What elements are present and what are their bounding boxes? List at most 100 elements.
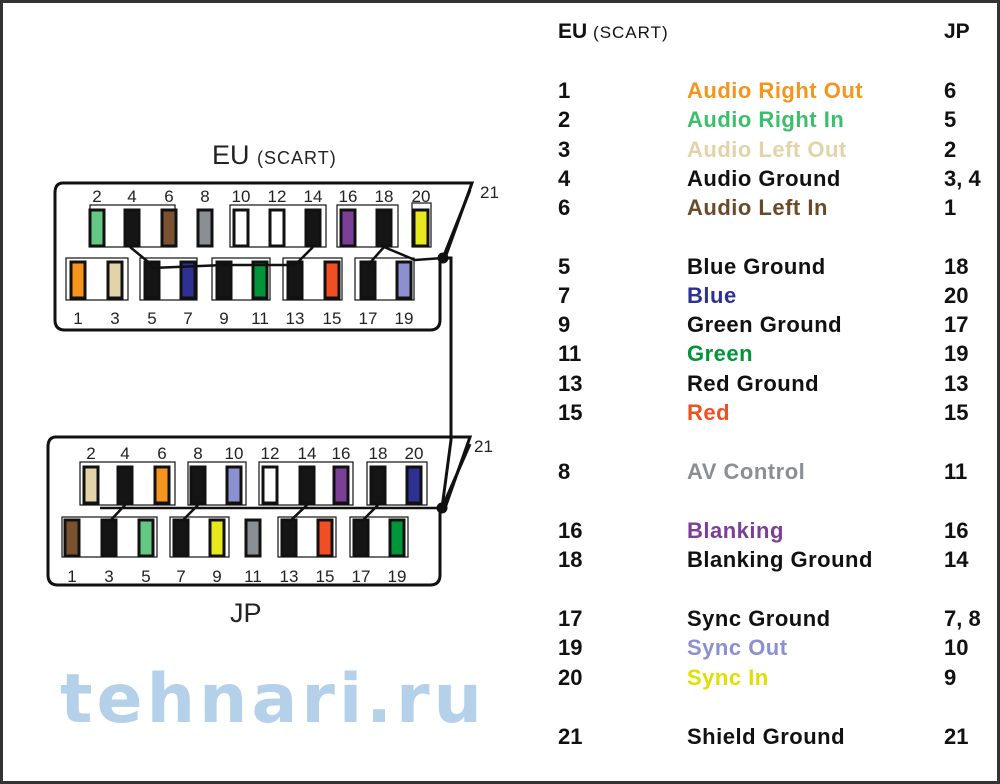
pin-18 (369, 465, 387, 505)
pin-5 (137, 518, 155, 558)
pin-17 (359, 260, 377, 300)
pin-number: 17 (352, 567, 371, 586)
pin-10 (225, 465, 243, 505)
eu-pin: 15 (558, 400, 583, 425)
jp-pin: 5 (944, 107, 957, 132)
pin-9 (208, 518, 226, 558)
pin-number: 4 (120, 444, 129, 463)
ground-wire (129, 245, 444, 270)
pin-15 (316, 518, 334, 558)
pin-2 (82, 465, 100, 505)
pin-number: 15 (323, 309, 342, 328)
pin-number: 1 (73, 309, 82, 328)
jp-pin: 13 (944, 371, 969, 396)
pin-14 (298, 465, 316, 505)
signal-name: Blue Ground (687, 254, 826, 279)
jp-pin: 10 (944, 635, 969, 660)
pin-group-outline (169, 516, 230, 558)
eu-pin: 8 (558, 459, 571, 484)
jp-pin: 9 (944, 665, 957, 690)
pin-12 (268, 208, 286, 248)
pin-number: 7 (183, 309, 192, 328)
pin-number: 10 (232, 187, 251, 206)
jp-pin: 14 (944, 547, 969, 572)
pin-13 (286, 260, 304, 300)
jp-pin: 18 (944, 254, 969, 279)
pin-number: 2 (86, 444, 95, 463)
pin-number: 3 (110, 309, 119, 328)
pin-number: 8 (200, 187, 209, 206)
signal-name: Sync In (687, 665, 769, 690)
pin-number: 11 (244, 567, 262, 586)
pin-number: 20 (412, 187, 431, 206)
eu-pin: 16 (558, 518, 583, 543)
pin-number: 7 (176, 567, 185, 586)
eu-pin: 11 (558, 341, 582, 366)
pin-16 (339, 208, 357, 248)
jp-pin: 16 (944, 518, 969, 543)
eu-pin: 4 (558, 166, 571, 191)
pin-10 (232, 208, 250, 248)
pin-4 (123, 208, 141, 248)
pin-group-outline (277, 516, 337, 558)
pin-19 (395, 260, 413, 300)
jp-pin: 2 (944, 137, 957, 162)
pin-2 (88, 208, 106, 248)
eu-pin: 5 (558, 254, 571, 279)
jp-pin: 21 (944, 724, 969, 749)
eu-pin: 7 (558, 283, 571, 308)
eu-pin: 3 (558, 137, 571, 162)
pin-number: 4 (127, 187, 136, 206)
pin-number: 16 (339, 187, 358, 206)
jp-connector-outline (46, 435, 473, 587)
pin-7 (172, 518, 190, 558)
pin-number: 12 (261, 444, 280, 463)
pin-number: 1 (67, 567, 76, 586)
pin-number: 3 (104, 567, 113, 586)
signal-name: Red (687, 400, 731, 425)
jp-pin: 7, 8 (944, 606, 981, 631)
pin-number: 13 (286, 309, 305, 328)
pin-20 (412, 208, 430, 248)
signal-name: Green (687, 341, 754, 366)
jp-pin: 3, 4 (944, 166, 981, 191)
pin-number: 18 (369, 444, 388, 463)
pin-15 (323, 260, 341, 300)
pin-group-outline (354, 257, 415, 301)
pin-5 (143, 260, 161, 300)
ground-wire (100, 504, 442, 523)
pin-number: 20 (405, 444, 424, 463)
pin-number: 19 (395, 309, 414, 328)
pin-1 (69, 260, 87, 300)
signal-name: Audio Left Out (687, 137, 847, 162)
pin-number: 14 (304, 187, 323, 206)
pin-group-outline (65, 257, 129, 301)
pin-8 (189, 465, 207, 505)
pin-number: 13 (280, 567, 299, 586)
pinout-row: 3 Audio Left Out 2 (0, 137, 1000, 165)
pin-number: 19 (388, 567, 407, 586)
signal-name: Blue (687, 283, 737, 308)
signal-name: Shield Ground (687, 724, 846, 749)
pin-number: 11 (251, 309, 269, 328)
jp-pin: 15 (944, 400, 969, 425)
pin-number: 6 (164, 187, 173, 206)
pin-number: 5 (147, 309, 156, 328)
pin-number: 14 (298, 444, 317, 463)
pin-3 (106, 260, 124, 300)
signal-name: Sync Ground (687, 606, 831, 631)
pin-7 (179, 260, 197, 300)
pin-3 (100, 518, 118, 558)
signal-name: Audio Right Out (687, 78, 864, 103)
